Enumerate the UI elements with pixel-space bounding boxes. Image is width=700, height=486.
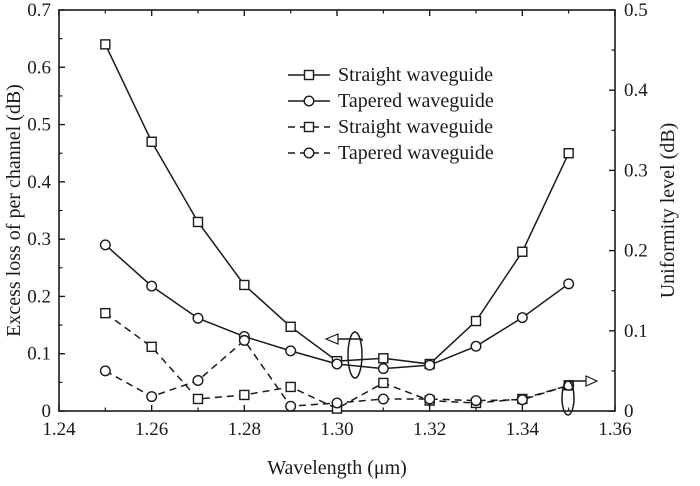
circle-marker [99, 239, 111, 251]
right-axis-indicator-arrowhead [585, 375, 599, 387]
circle-marker [303, 95, 315, 107]
circle-marker [99, 365, 111, 377]
circle-marker [192, 375, 204, 387]
square-marker [100, 307, 111, 319]
square-marker [378, 353, 389, 364]
square-marker [239, 279, 250, 291]
x-tick-label: 1.28 [228, 419, 261, 440]
square-marker [192, 216, 204, 228]
square-marker [303, 69, 315, 81]
square-marker [285, 321, 296, 332]
x-tick-label: 1.30 [320, 419, 353, 440]
series-2 [99, 239, 575, 375]
y-right-axis-label: Uniformity level (dB) [657, 123, 679, 299]
x-tick-label: 1.34 [506, 419, 540, 440]
left-axis-indicator-ellipse [347, 331, 363, 379]
circle-marker [470, 395, 482, 407]
series-line [104, 244, 570, 370]
square-marker [285, 381, 296, 393]
y-right-tick-label: 0.1 [624, 321, 648, 342]
square-marker [470, 315, 482, 327]
circle-marker [331, 358, 343, 370]
legend-label: Tapered waveguide [338, 142, 494, 164]
circle-marker [146, 280, 158, 292]
legend-label: Straight waveguide [338, 64, 493, 86]
circle-marker [424, 393, 436, 405]
y-right-tick-label: 0 [624, 401, 634, 422]
y-left-tick-label: 0.6 [27, 57, 51, 78]
series-line [104, 312, 569, 410]
series-4 [99, 334, 575, 412]
y-left-tick-label: 0.2 [27, 286, 51, 307]
y-left-tick-label: 0.1 [27, 344, 51, 365]
y-right-tick-label: 0.2 [624, 241, 648, 262]
plot-frame [58, 9, 616, 412]
circle-marker [516, 312, 528, 324]
y-right-tick-label: 0.4 [624, 80, 648, 101]
circle-marker [377, 363, 389, 375]
circle-marker [303, 147, 315, 159]
square-marker [146, 136, 157, 147]
circle-marker [563, 278, 575, 290]
circle-marker [331, 397, 343, 409]
y-left-tick-label: 0.3 [27, 229, 51, 250]
square-marker [239, 389, 250, 401]
square-marker [378, 377, 389, 389]
x-tick-label: 1.26 [135, 419, 168, 440]
y-right-tick-label: 0.3 [624, 160, 648, 181]
series-line [104, 339, 569, 407]
square-marker [100, 39, 111, 50]
circle-marker [377, 393, 389, 405]
square-marker [146, 341, 157, 353]
circle-marker [192, 312, 204, 324]
x-tick-label: 1.24 [42, 419, 76, 440]
square-marker [303, 121, 315, 133]
circle-marker [146, 391, 158, 403]
series-line [104, 44, 570, 365]
x-tick-label: 1.32 [413, 419, 446, 440]
square-marker [517, 246, 528, 257]
x-tick-label: 1.36 [598, 419, 631, 440]
axis-indicator-arrows [324, 331, 599, 416]
x-axis-label: Wavelength (μm) [267, 457, 407, 479]
circle-marker [424, 359, 436, 371]
y-left-axis-label: Excess loss of per channel (dB) [3, 84, 25, 337]
square-marker [192, 393, 204, 405]
y-left-tick-label: 0.5 [27, 115, 51, 136]
y-left-tick-label: 0.7 [27, 0, 51, 21]
circle-marker [238, 334, 250, 346]
circle-marker [470, 340, 482, 352]
circle-marker [516, 394, 528, 406]
legend-label: Tapered waveguide [338, 90, 494, 112]
series-1 [100, 39, 574, 370]
left-axis-indicator-arrowhead [324, 333, 339, 345]
y-right-tick-label: 0.5 [624, 0, 648, 21]
square-marker [563, 148, 574, 159]
y-left-tick-label: 0.4 [27, 172, 51, 193]
y-left-tick-label: 0 [42, 401, 52, 422]
circle-marker [285, 345, 297, 357]
legend-label: Straight waveguide [338, 116, 493, 138]
circle-marker [285, 400, 297, 412]
